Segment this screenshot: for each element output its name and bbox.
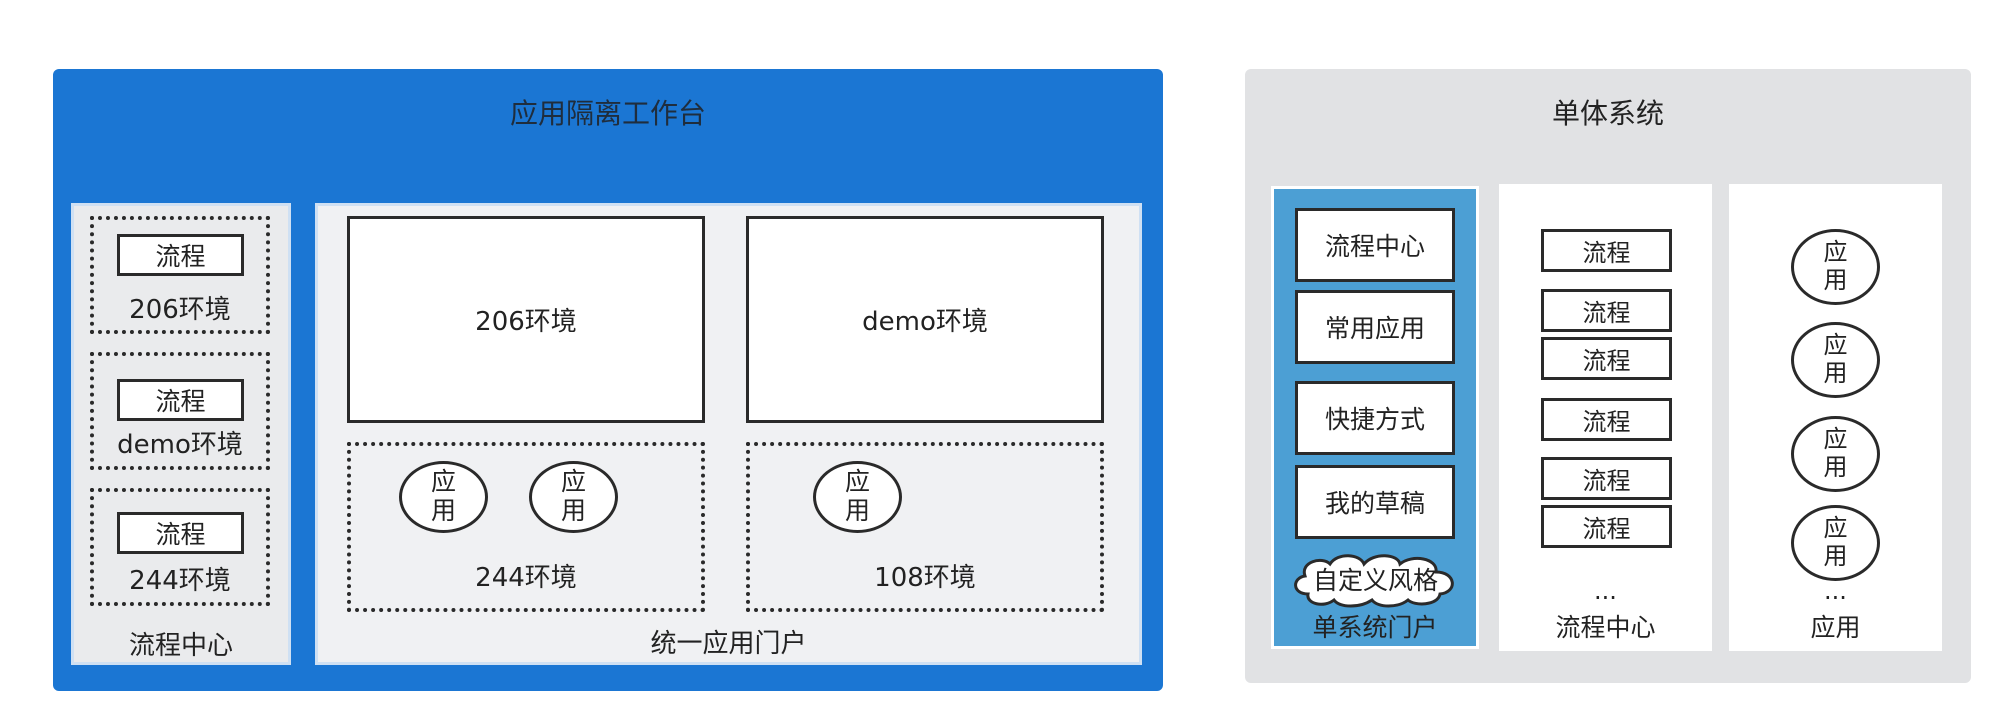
monolith-system-title: 单体系统	[1551, 97, 1664, 130]
env-group-demo	[90, 352, 270, 470]
env-group-206	[90, 216, 270, 334]
app-oval: 应用	[399, 461, 488, 533]
app-oval: 应用	[1791, 322, 1880, 398]
flow-box: 流程	[1541, 505, 1672, 548]
portal-item-flow-center: 流程中心	[1295, 208, 1455, 282]
app-oval: 应用	[813, 461, 902, 533]
env-box-108	[746, 442, 1104, 612]
env-label: demo环境	[117, 429, 243, 460]
flow-box: 流程	[1541, 337, 1672, 380]
env-label-108: 108环境	[874, 562, 976, 593]
portal-item-my-drafts: 我的草稿	[1295, 465, 1455, 539]
flow-box: 流程	[117, 379, 244, 421]
isolation-workbench-title: 应用隔离工作台	[509, 97, 706, 130]
env-box-244	[347, 442, 705, 612]
env-box-demo: demo环境	[746, 216, 1104, 423]
flow-box: 流程	[1541, 398, 1672, 441]
flow-ellipsis: ...	[1594, 577, 1617, 605]
flow-box: 流程	[1541, 289, 1672, 332]
app-oval: 应用	[529, 461, 618, 533]
flow-center-label: 流程中心	[128, 630, 233, 661]
env-box-206: 206环境	[347, 216, 705, 423]
flow-box: 流程	[117, 234, 244, 276]
env-label: 244环境	[129, 565, 231, 596]
app-oval: 应用	[1791, 229, 1880, 305]
env-label-244: 244环境	[475, 562, 577, 593]
app-oval: 应用	[1791, 505, 1880, 581]
flow-column-label: 流程中心	[1555, 613, 1656, 642]
flow-box: 流程	[117, 512, 244, 554]
portal-item-shortcuts: 快捷方式	[1295, 381, 1455, 455]
flow-center-panel	[71, 203, 291, 665]
env-group-244	[90, 488, 270, 606]
single-system-portal-label: 单系统门户	[1312, 613, 1438, 642]
unified-app-portal-label: 统一应用门户	[650, 628, 807, 659]
flow-box: 流程	[1541, 229, 1672, 272]
custom-style-cloud-label: 自定义风格	[1312, 566, 1438, 595]
custom-style-cloud-icon	[1294, 554, 1454, 608]
app-oval: 应用	[1791, 416, 1880, 492]
app-column-label: 应用	[1810, 613, 1861, 642]
flow-box: 流程	[1541, 457, 1672, 500]
portal-item-common-apps: 常用应用	[1295, 290, 1455, 364]
app-ellipsis: ...	[1824, 577, 1847, 605]
env-label: 206环境	[129, 294, 231, 325]
